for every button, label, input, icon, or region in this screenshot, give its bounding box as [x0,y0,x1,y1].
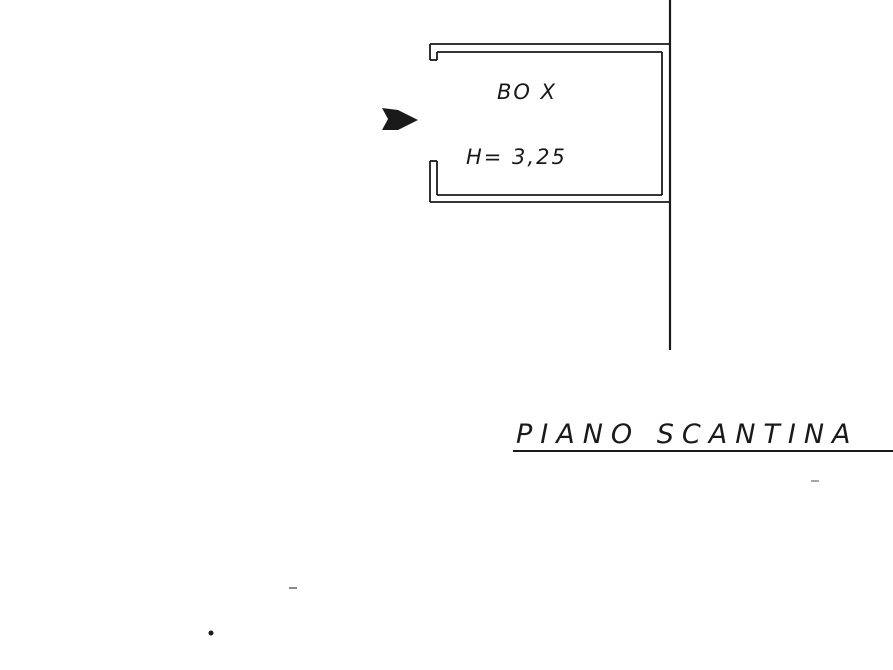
room-label: BO X [497,80,557,104]
box-room-walls [429,43,670,203]
room-height-label: H= 3,25 [466,145,567,169]
entry-arrow-icon [382,108,418,130]
scan-dot [208,630,214,636]
floor-title: PIANO SCANTINA [516,419,859,450]
